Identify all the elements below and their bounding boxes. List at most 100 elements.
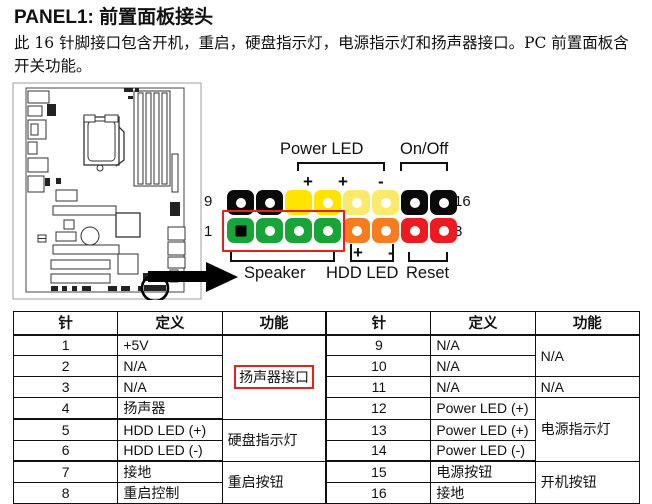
page-title: PANEL1: 前置面板接头 bbox=[14, 7, 214, 28]
pin-hole bbox=[351, 225, 362, 236]
cell-def-right-11: N/A bbox=[430, 376, 536, 398]
pin-hole bbox=[322, 225, 333, 236]
label-speaker: Speaker bbox=[244, 264, 306, 282]
header-pin-right: 针 bbox=[325, 311, 432, 336]
cell-pin-right-15: 15 bbox=[325, 460, 432, 483]
pin-hole bbox=[409, 197, 420, 208]
table-row: 6 HDD LED (-) 14 Power LED (-) bbox=[12, 439, 640, 462]
label-reset: Reset bbox=[406, 264, 450, 282]
cell-pin-left-2: 2 bbox=[12, 355, 119, 377]
pin-hole bbox=[409, 225, 420, 236]
intro-paragraph: 此 16 针脚接口包含开机，重启，硬盘指示灯，电源指示灯和扬声器接口。PC 前置… bbox=[14, 34, 629, 75]
connector-pin-6[interactable] bbox=[372, 218, 399, 243]
label-hdd-led: HDD LED bbox=[326, 264, 399, 282]
bracket-on-off bbox=[400, 162, 448, 171]
pin-hole bbox=[322, 197, 333, 208]
cell-pin-right-10: 10 bbox=[325, 355, 432, 377]
cell-def-left-8: 重启控制 bbox=[117, 482, 223, 504]
pin-hole bbox=[438, 197, 449, 208]
pin-hole bbox=[235, 225, 246, 236]
connector-pin-14[interactable] bbox=[372, 190, 399, 215]
connector-pin-2[interactable] bbox=[256, 218, 283, 243]
table-row: 1 +5V 扬声器接口 9 N/A N/A bbox=[12, 334, 641, 420]
connector-pin-13[interactable] bbox=[343, 190, 370, 215]
pin-hole bbox=[264, 197, 275, 208]
cell-def-right-14: Power LED (-) bbox=[430, 439, 536, 462]
cell-def-left-3: N/A bbox=[117, 376, 223, 398]
cell-func-hdd-led: 硬盘指示灯 bbox=[221, 418, 328, 462]
cell-def-left-5: HDD LED (+) bbox=[117, 418, 223, 441]
cell-def-left-4: 扬声器 bbox=[117, 397, 223, 420]
connector-pin-1[interactable] bbox=[227, 218, 254, 243]
table-header-row: 针 定义 功能 针 定义 功能 bbox=[12, 311, 641, 336]
header-func-left: 功能 bbox=[221, 311, 328, 336]
pin-hole bbox=[380, 197, 391, 208]
connector-pin-15[interactable] bbox=[401, 190, 428, 215]
label-on-off: On/Off bbox=[400, 140, 449, 158]
bracket-hdd-led bbox=[350, 244, 394, 262]
bracket-speaker bbox=[230, 252, 335, 262]
cell-pin-left-6: 6 bbox=[12, 439, 119, 462]
header-pin-left: 针 bbox=[12, 311, 119, 336]
cell-pin-left-5: 5 bbox=[12, 418, 119, 441]
panel1-figure: Power LED On/Off + + - 9 1 16 8 bbox=[0, 82, 652, 310]
pin-hole bbox=[438, 225, 449, 236]
pointer-arrow-icon bbox=[148, 262, 238, 292]
bracket-power-led bbox=[297, 162, 385, 171]
pin-hole bbox=[293, 225, 304, 236]
cell-pin-left-4: 4 bbox=[12, 397, 119, 420]
cell-pin-right-12: 12 bbox=[325, 397, 432, 420]
table-row: 4 扬声器 12 Power LED (+) 电源指示灯 bbox=[12, 397, 641, 462]
hdd-led-sign-2: - bbox=[388, 243, 394, 262]
cell-func-power-button: 开机按钮 bbox=[534, 460, 641, 504]
cell-def-right-9: N/A bbox=[430, 334, 536, 356]
cell-func-na-1: N/A bbox=[534, 334, 641, 377]
cell-def-right-15: 电源按钮 bbox=[430, 460, 536, 483]
power-led-sign-1: + bbox=[303, 172, 313, 191]
cell-func-power-led: 电源指示灯 bbox=[534, 397, 641, 462]
connector-pin-3[interactable] bbox=[285, 218, 312, 243]
header-def-left: 定义 bbox=[117, 311, 223, 336]
motherboard-diagram bbox=[12, 82, 202, 300]
table-row: 3 N/A 11 N/A N/A bbox=[12, 376, 641, 398]
table-row: 7 接地 重启按钮 15 电源按钮 开机按钮 bbox=[12, 460, 641, 504]
pin-number-16: 16 bbox=[454, 193, 471, 210]
power-led-sign-3: - bbox=[378, 172, 384, 191]
connector-pin-7[interactable] bbox=[401, 218, 428, 243]
cell-pin-right-16: 16 bbox=[325, 482, 432, 504]
header-func-right: 功能 bbox=[534, 311, 641, 336]
cell-func-speaker: 扬声器接口 bbox=[221, 334, 328, 420]
pin-hole bbox=[264, 225, 275, 236]
connector-pin-5[interactable] bbox=[343, 218, 370, 243]
speaker-pins-highlight bbox=[222, 210, 345, 252]
table-row: 8 重启控制 16 接地 bbox=[12, 482, 640, 504]
label-power-led: Power LED bbox=[280, 140, 364, 158]
header-def-right: 定义 bbox=[430, 311, 536, 336]
pin-definition-table: 针 定义 功能 针 定义 功能 1 +5V 扬声器接口 9 N/A N/A 2 … bbox=[12, 311, 641, 504]
cell-pin-right-11: 11 bbox=[325, 376, 432, 398]
connector-pin-16[interactable] bbox=[430, 190, 457, 215]
table-row: 5 HDD LED (+) 硬盘指示灯 13 Power LED (+) bbox=[12, 418, 640, 462]
cell-def-left-2: N/A bbox=[117, 355, 223, 377]
cell-pin-right-14: 14 bbox=[325, 439, 432, 462]
cell-def-left-6: HDD LED (-) bbox=[117, 439, 223, 462]
cell-def-left-7: 接地 bbox=[117, 460, 223, 483]
cell-def-left-1: +5V bbox=[117, 334, 223, 356]
speaker-function-highlight: 扬声器接口 bbox=[234, 365, 315, 389]
hdd-led-sign-1: + bbox=[353, 243, 363, 262]
pin-number-1: 1 bbox=[204, 223, 213, 240]
pin-hole bbox=[351, 197, 362, 208]
cell-pin-right-9: 9 bbox=[325, 334, 432, 356]
cell-pin-left-8: 8 bbox=[12, 482, 119, 504]
cell-def-right-13: Power LED (+) bbox=[430, 418, 536, 441]
pin-number-9: 9 bbox=[204, 193, 213, 210]
pin-number-8: 8 bbox=[454, 223, 463, 240]
connector-pin-8[interactable] bbox=[430, 218, 457, 243]
connector-pin-4[interactable] bbox=[314, 218, 341, 243]
cell-pin-right-13: 13 bbox=[325, 418, 432, 441]
cell-def-right-16: 接地 bbox=[430, 482, 536, 504]
cell-def-right-12: Power LED (+) bbox=[430, 397, 536, 420]
cell-def-right-10: N/A bbox=[430, 355, 536, 377]
cell-func-reset: 重启按钮 bbox=[221, 460, 328, 504]
cell-pin-left-1: 1 bbox=[12, 334, 119, 356]
